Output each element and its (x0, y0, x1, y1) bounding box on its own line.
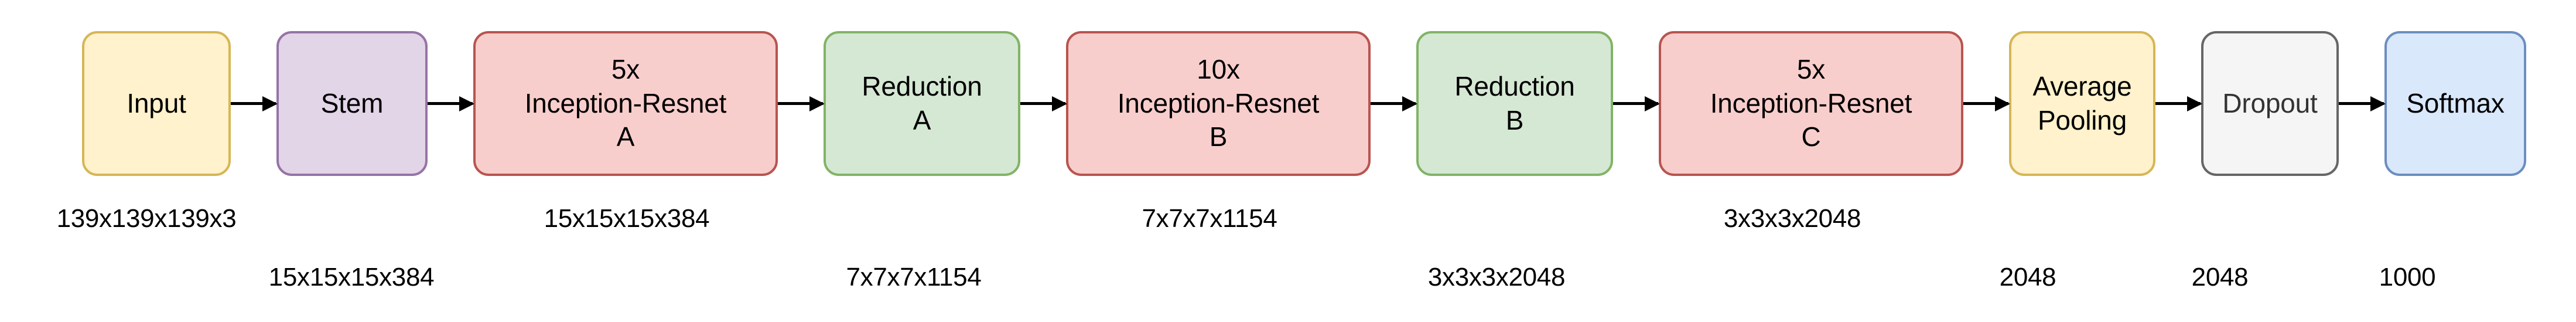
pipeline-row: Input Stem 5x Inception-Resnet A Reduction … (82, 31, 2526, 176)
arrow-input-to-stem (231, 96, 278, 111)
arrow-shaft (1371, 102, 1416, 105)
node-inception-b[interactable]: 10x Inception-Resnet B (1066, 31, 1371, 176)
arrow-head-icon (1402, 96, 1417, 111)
node-average-pool[interactable]: Average Pooling (2009, 31, 2155, 176)
node-inception-c[interactable]: 5x Inception-Resnet C (1659, 31, 1963, 176)
node-label-inception-b: 10x Inception-Resnet B (1117, 53, 1320, 152)
arrow-head-icon (459, 96, 474, 111)
arrow-shaft (1613, 102, 1658, 105)
node-inception-a[interactable]: 5x Inception-Resnet A (473, 31, 778, 176)
node-dropout[interactable]: Dropout (2201, 31, 2339, 176)
node-softmax[interactable]: Softmax (2384, 31, 2526, 176)
arrow-head-icon (1052, 96, 1067, 111)
node-label-input: Input (127, 87, 186, 118)
arrow-inception-a-to-reduction-a (778, 96, 825, 111)
node-label-stem: Stem (320, 87, 384, 118)
arrow-shaft (1020, 102, 1065, 105)
node-label-inception-a: 5x Inception-Resnet A (524, 53, 727, 152)
dimension-label-inception-c: 3x3x3x2048 (1723, 204, 1861, 233)
arrow-average-pool-to-dropout (2155, 96, 2202, 111)
arrow-reduction-b-to-inception-c (1613, 96, 1660, 111)
node-label-reduction-a: Reduction A (862, 70, 982, 135)
arrow-dropout-to-softmax (2339, 96, 2386, 111)
arrow-stem-to-inception-a (428, 96, 474, 111)
arrow-reduction-a-to-inception-b (1020, 96, 1067, 111)
arrow-inception-c-to-average-pool (1963, 96, 2010, 111)
dimension-label-inception-a: 15x15x15x384 (544, 204, 710, 233)
arrow-head-icon (1995, 96, 2010, 111)
arrow-head-icon (1645, 96, 1660, 111)
dimension-label-dropout: 2048 (2191, 263, 2249, 292)
arrow-head-icon (2370, 96, 2386, 111)
dimension-label-average-pool: 2048 (1999, 263, 2056, 292)
node-label-reduction-b: Reduction B (1454, 70, 1575, 135)
arrow-shaft (428, 102, 473, 105)
arrow-shaft (1963, 102, 2008, 105)
dimension-label-reduction-b: 3x3x3x2048 (1427, 263, 1566, 292)
arrow-shaft (2339, 102, 2384, 105)
dimension-label-input: 139x139x139x3 (56, 204, 237, 233)
node-reduction-a[interactable]: Reduction A (824, 31, 1020, 176)
node-label-dropout: Dropout (2222, 87, 2318, 118)
node-reduction-b[interactable]: Reduction B (1416, 31, 1613, 176)
arrow-head-icon (809, 96, 825, 111)
arrow-head-icon (2187, 96, 2202, 111)
arrow-head-icon (262, 96, 278, 111)
node-input[interactable]: Input (82, 31, 231, 176)
dimension-label-reduction-a: 7x7x7x1154 (846, 263, 982, 292)
dimension-label-stem: 15x15x15x384 (268, 263, 435, 292)
dimension-label-inception-b: 7x7x7x1154 (1142, 204, 1277, 233)
node-label-inception-c: 5x Inception-Resnet C (1710, 53, 1912, 152)
arrow-shaft (231, 102, 276, 105)
node-stem[interactable]: Stem (276, 31, 428, 176)
arrow-inception-b-to-reduction-b (1371, 96, 1417, 111)
node-label-average-pool: Average Pooling (2032, 70, 2132, 135)
arrow-shaft (778, 102, 823, 105)
arrow-shaft (2155, 102, 2201, 105)
node-label-softmax: Softmax (2406, 87, 2505, 118)
dimension-label-softmax: 1000 (2379, 263, 2436, 292)
